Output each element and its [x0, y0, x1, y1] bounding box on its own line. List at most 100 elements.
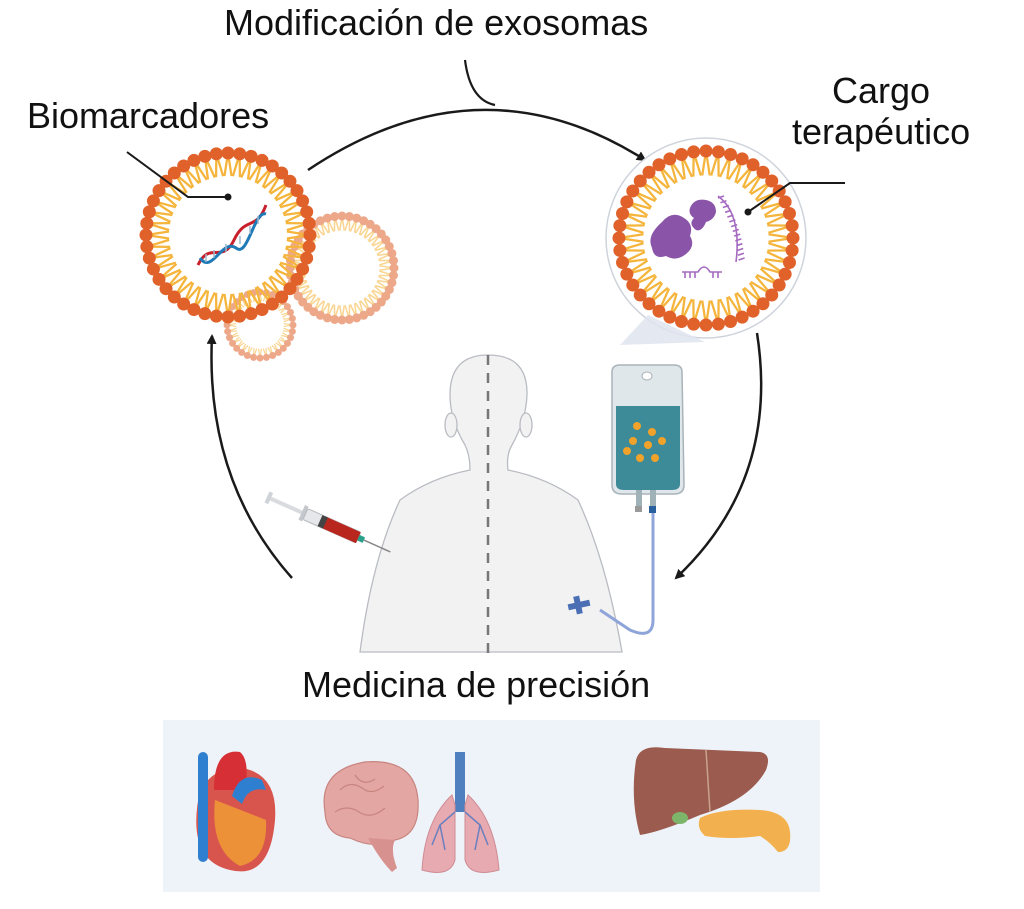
lipid-head	[209, 147, 223, 161]
lipid-head	[296, 194, 310, 208]
label-therapeutic-cargo: Cargo terapéutico	[792, 70, 970, 153]
iv-exosome-dot	[651, 454, 659, 462]
rna-base	[735, 238, 742, 242]
rna-base	[724, 209, 732, 214]
rna-base	[717, 195, 725, 199]
lipid-head	[384, 241, 394, 251]
lipid-head	[778, 267, 792, 281]
lipid-head	[315, 216, 325, 226]
biomarker-exosome	[139, 146, 317, 324]
lipid-head	[359, 310, 369, 320]
rna-base	[736, 247, 744, 252]
lipid-head	[782, 256, 796, 270]
lipid-head	[756, 297, 770, 311]
rna-cargo-icon	[682, 195, 745, 278]
lipid-head	[785, 219, 799, 233]
lipid-head	[735, 152, 749, 166]
iv-catheter-icon	[567, 595, 591, 615]
lipid-head	[300, 251, 314, 265]
lipid-head	[616, 256, 630, 270]
lipid-head	[389, 263, 399, 273]
rna-base	[732, 228, 740, 233]
lipid-head	[269, 291, 277, 299]
lipid-head	[226, 334, 234, 342]
lipid-head	[187, 303, 201, 317]
lipid-head	[746, 304, 760, 318]
lipid-head	[146, 194, 160, 208]
lipid-head	[233, 344, 241, 352]
lipid-head	[352, 313, 362, 323]
lipid-head	[633, 174, 647, 188]
iv-exosome-dot	[623, 447, 631, 455]
lipid-head	[786, 231, 800, 245]
lipid-head	[187, 153, 201, 167]
human-body	[359, 354, 623, 653]
lipid-head	[613, 243, 627, 257]
lipid-head	[209, 309, 223, 323]
lipid-head	[300, 205, 314, 219]
lipid-head	[772, 278, 786, 292]
lipid-head	[642, 165, 656, 179]
lipid-head	[616, 206, 630, 220]
lipid-head	[221, 310, 235, 324]
lipid-head	[152, 272, 166, 286]
lipid-head	[344, 314, 354, 324]
syringe-icon	[264, 491, 391, 553]
rna-base	[730, 223, 738, 228]
lipid-head	[142, 205, 156, 219]
lipid-head	[344, 212, 354, 222]
lipid-head	[159, 282, 173, 296]
lipid-head	[735, 310, 749, 324]
lipid-head	[139, 228, 153, 242]
rna-base	[736, 242, 743, 247]
arrow-left	[206, 334, 293, 579]
lipid-head	[765, 174, 779, 188]
lipid-head	[142, 251, 156, 265]
iv-tube	[599, 513, 655, 635]
lipid-head	[322, 313, 332, 323]
lipid-head	[352, 213, 362, 223]
arrow-top-connector	[463, 59, 496, 107]
rna-base	[738, 257, 745, 261]
label-cargo-line2: terapéutico	[792, 111, 971, 153]
lipid-head	[198, 307, 212, 321]
iv-exosome-dot	[648, 428, 656, 436]
lipid-head	[146, 262, 160, 276]
lipid-head	[782, 206, 796, 220]
lipid-head	[711, 145, 725, 159]
arrow-top	[307, 108, 647, 172]
rna-base	[720, 200, 727, 204]
lipid-head	[330, 212, 340, 222]
lipid-head	[283, 303, 291, 311]
lipid-head	[262, 353, 270, 361]
lipid-head	[699, 144, 713, 158]
iv-exosome-dot	[633, 422, 641, 430]
iv-bag-icon	[611, 364, 685, 513]
lipid-head	[613, 219, 627, 233]
lipid-head	[663, 152, 677, 166]
lipid-head	[274, 348, 282, 356]
rna-base	[722, 204, 730, 209]
cargo-exosome	[612, 144, 800, 332]
lipid-head	[265, 297, 279, 311]
lipid-head	[302, 240, 316, 254]
lipid-head	[265, 159, 279, 173]
lipid-head	[275, 166, 289, 180]
protein-cargo-icon	[650, 199, 716, 259]
dna-icon	[196, 204, 268, 266]
lipid-head	[756, 165, 770, 179]
rna-base	[729, 219, 736, 223]
lipid-head	[233, 147, 247, 161]
lipid-head	[256, 354, 264, 362]
lipid-head	[244, 149, 258, 163]
lipid-head	[652, 158, 666, 172]
lipid-head	[765, 288, 779, 302]
label-biomarkers: Biomarcadores	[27, 95, 270, 136]
lipid-head	[303, 228, 317, 242]
lipid-head	[612, 231, 626, 245]
liver-pancreas-icon	[633, 747, 791, 852]
lipid-head	[269, 351, 277, 359]
lipid-head	[387, 278, 397, 288]
label-precision-medicine: Medicina de precisión	[302, 664, 651, 705]
